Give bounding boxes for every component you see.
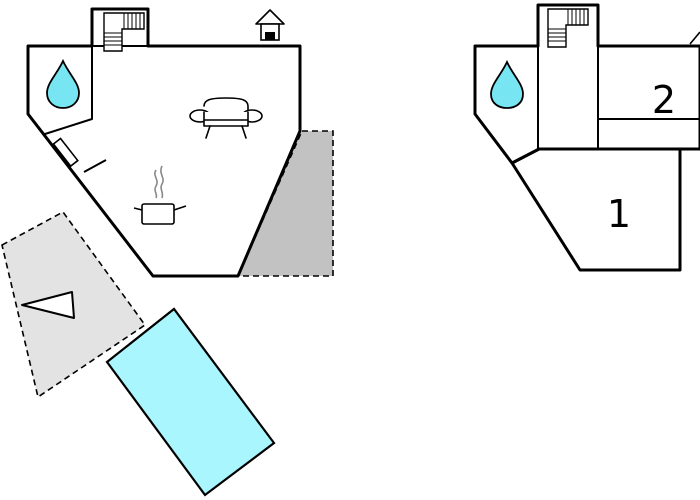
cooking-pot-icon — [133, 165, 187, 225]
pool-area — [105, 307, 276, 497]
door-icon — [52, 137, 107, 173]
partial-arrow-icon — [689, 31, 700, 45]
sofa-icon — [189, 97, 263, 139]
upper-floor-walls — [473, 3, 700, 165]
house-icon — [255, 9, 285, 41]
room-number-1: 1 — [607, 192, 631, 236]
bathroom-wall — [44, 45, 93, 135]
stairs-icon — [103, 12, 145, 52]
ground-floor-walls — [26, 7, 302, 278]
upper-water-drop-icon — [490, 59, 524, 109]
water-drop-icon — [46, 58, 80, 109]
arrow-icon — [21, 291, 75, 319]
ground-floor-plan — [1, 7, 334, 497]
upper-floor-plan: 2 1 — [473, 3, 700, 272]
upper-stairs-icon — [547, 8, 589, 48]
room-number-2: 2 — [652, 78, 676, 122]
room-1-walls — [510, 147, 682, 272]
